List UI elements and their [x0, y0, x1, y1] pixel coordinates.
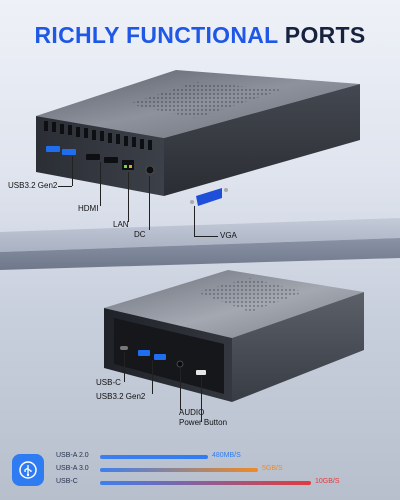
legend-row-name: USB-A 2.0	[56, 452, 89, 459]
title-accent: RICHLY FUNCTIONAL	[34, 22, 279, 48]
legend-speed-value: 5GB/S	[262, 465, 283, 472]
usb32-bottom-pointer	[152, 360, 153, 394]
label-usb32-bottom: USB3.2 Gen2	[96, 392, 146, 401]
audio-pointer	[180, 368, 181, 410]
usb32-top-pointer	[72, 156, 73, 186]
title-rest: PORTS	[278, 22, 366, 48]
vga-pointer-h	[194, 236, 218, 237]
legend-speed-value: 480MB/S	[212, 452, 241, 459]
legend-speed-bar	[100, 468, 258, 472]
mini-pc-rear-view	[36, 70, 360, 206]
legend-speed-bar	[100, 481, 311, 485]
label-vga: VGA	[220, 231, 237, 240]
top-usb-ports	[46, 146, 76, 155]
shelf-ledge	[0, 218, 400, 270]
label-power: Power Button	[179, 418, 228, 427]
label-usb32-top: USB3.2 Gen2	[8, 181, 58, 190]
usb32-top-pointer-h	[58, 186, 72, 187]
legend-row-name: USB-A 3.0	[56, 465, 89, 472]
dc-pointer	[149, 176, 150, 230]
label-hdmi: HDMI	[78, 204, 99, 213]
speed-legend: USB-A 2.0 480MB/S USB-A 3.0 5GB/S USB-C 10GB/…	[8, 446, 392, 496]
legend-speed-bar	[100, 455, 208, 459]
power-pointer	[201, 376, 202, 422]
hdmi-pointer	[100, 162, 101, 206]
label-audio: AUDIO	[179, 408, 205, 417]
page-title: RICHLY FUNCTIONAL PORTS	[0, 22, 400, 49]
usb-symbol-icon	[19, 461, 37, 479]
vga-pointer	[194, 206, 195, 236]
label-lan: LAN	[113, 220, 129, 229]
legend-speed-value: 10GB/S	[315, 478, 340, 485]
lan-pointer	[128, 172, 129, 222]
label-dc: DC	[134, 230, 146, 239]
usb-icon	[12, 454, 44, 486]
legend-row-name: USB-C	[56, 478, 78, 485]
label-usbc: USB-C	[96, 378, 121, 387]
vga-port	[190, 188, 228, 206]
usbc-pointer	[124, 352, 125, 382]
